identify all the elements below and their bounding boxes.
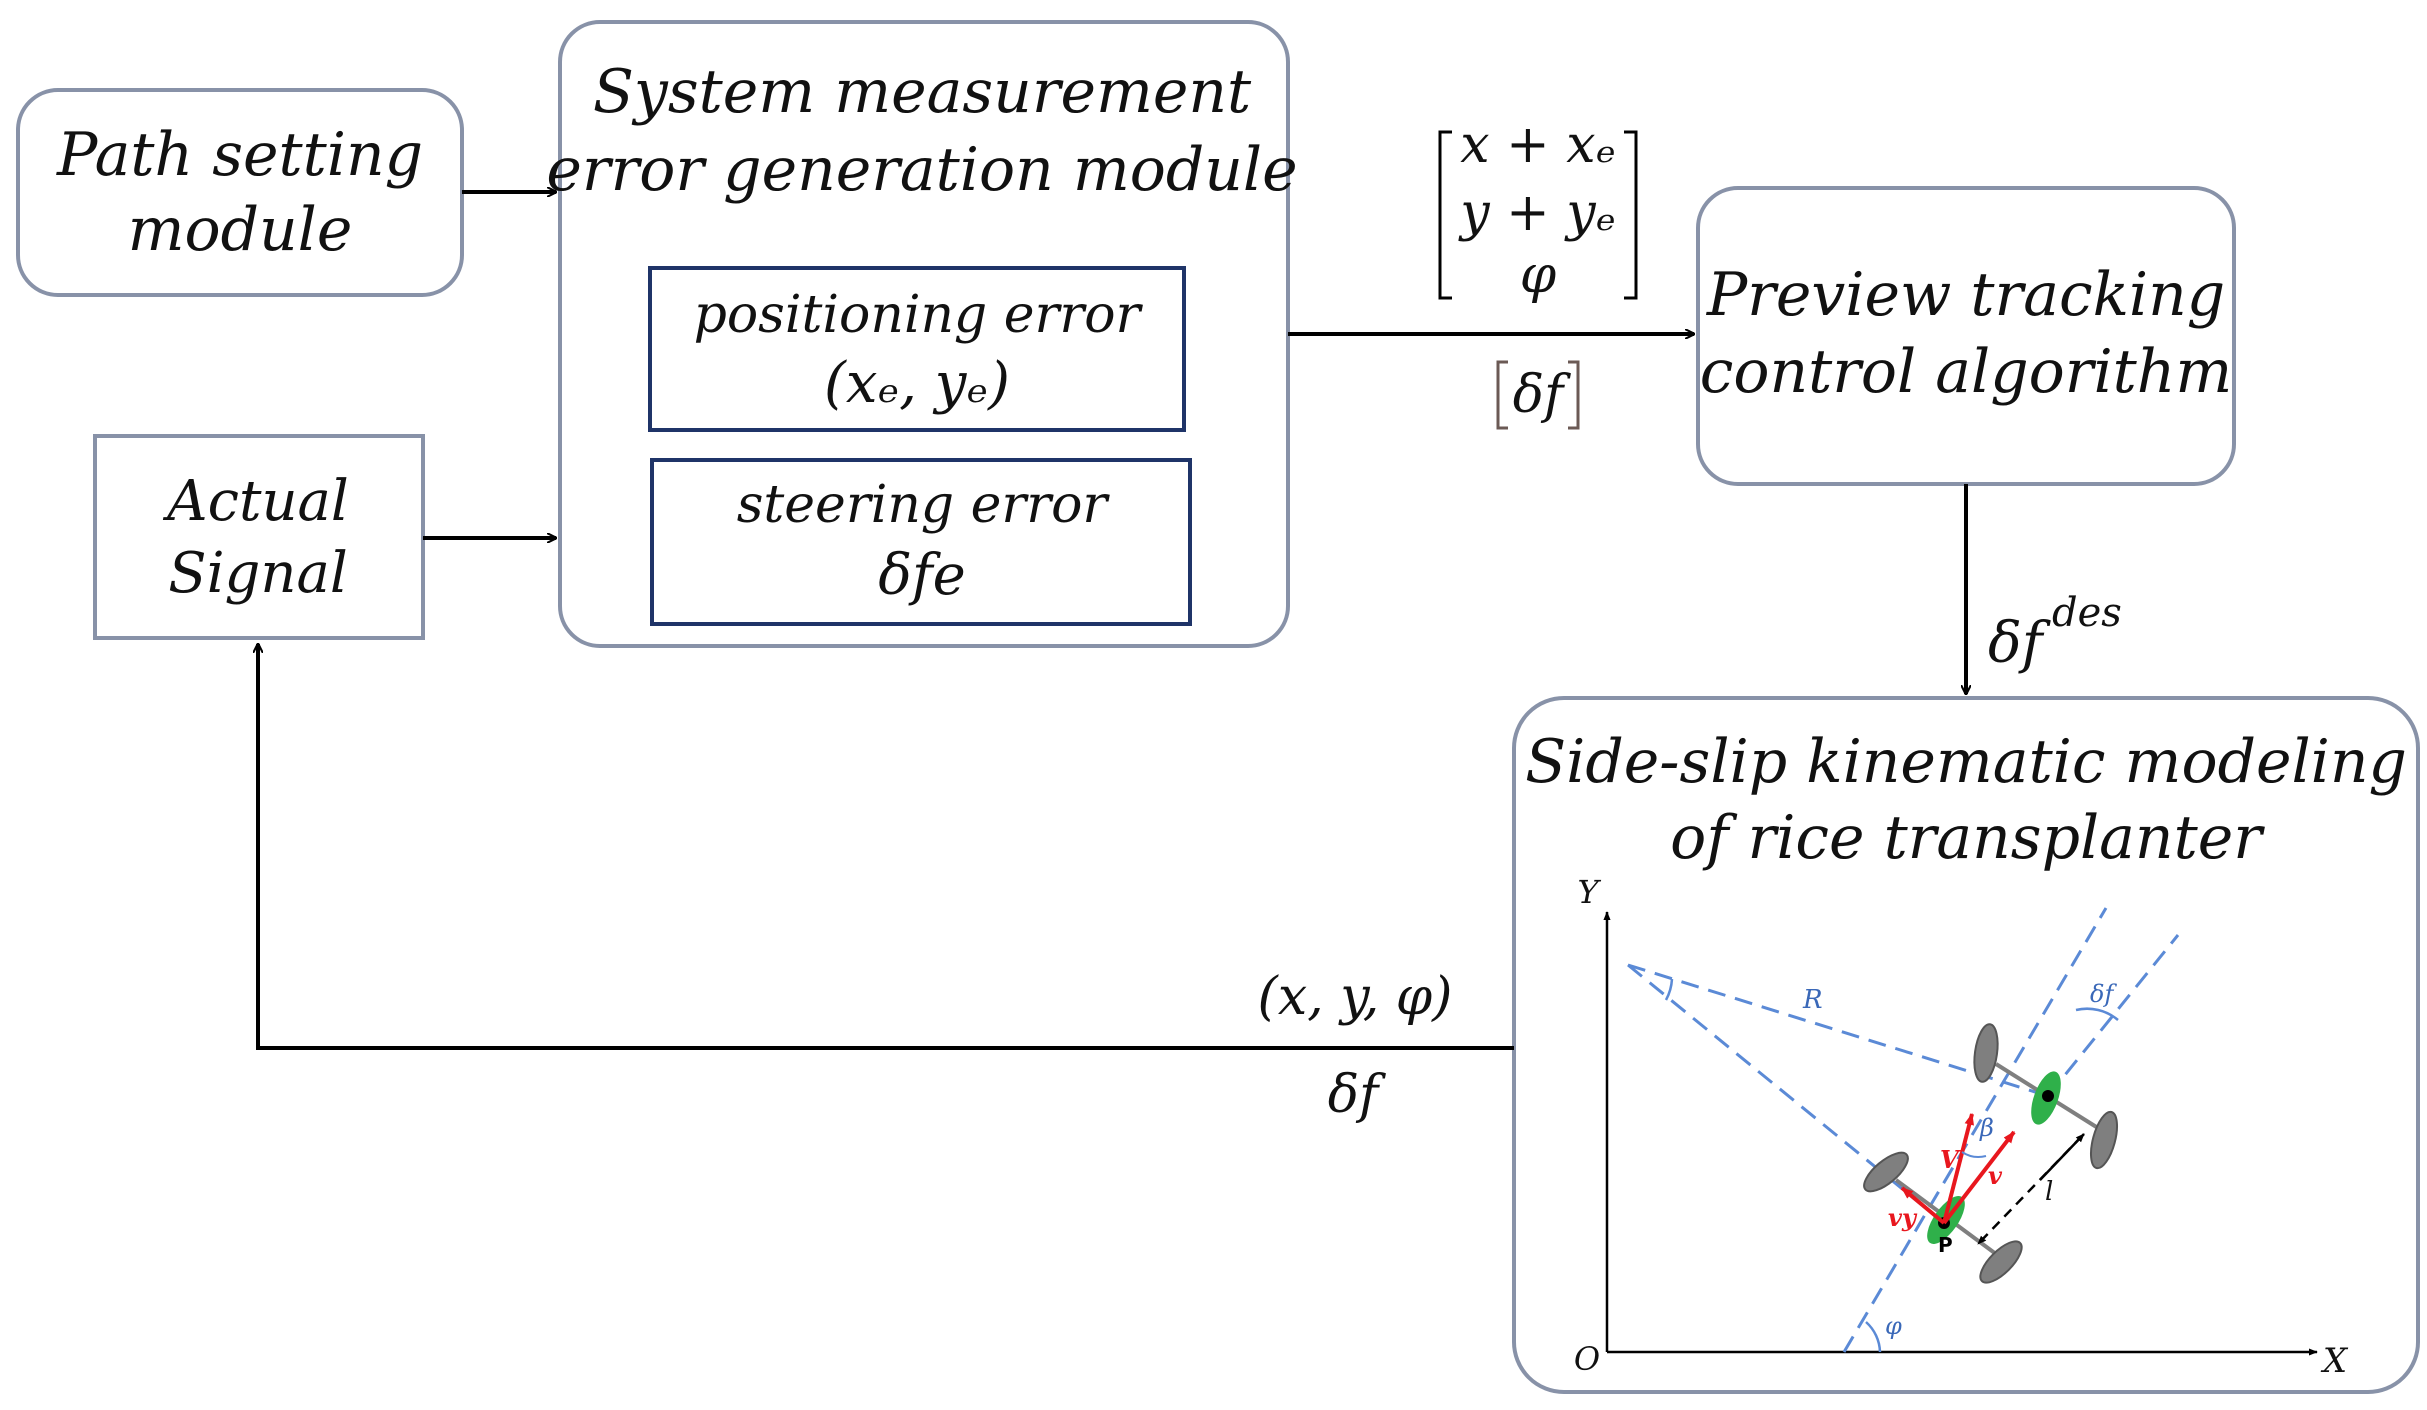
x-axis-label: X <box>2320 1341 2349 1381</box>
path-setting-box: Path setting module <box>16 88 464 297</box>
rear-left-wheel <box>1863 1151 1909 1193</box>
sideslip-label-2: of rice transplanter <box>1670 803 2265 873</box>
feedback-state-label: (x, y, φ) <box>1258 967 1453 1027</box>
front-right-wheel <box>2089 1110 2119 1170</box>
velocity-vy-vector <box>1900 1186 1946 1225</box>
positioning-error-symbol: (xₑ, yₑ) <box>824 351 1010 416</box>
v-label: v <box>1988 1161 2003 1190</box>
vector-row-3: φ <box>1520 245 1557 305</box>
state-vector: x + xₑ y + yₑ φ <box>1438 115 1638 305</box>
sideslip-model-box: Side-slip kinematic modeling of rice tra… <box>1512 696 2420 1394</box>
sideslip-label-1: Side-slip kinematic modeling <box>1525 727 2407 797</box>
positioning-error-label: positioning error <box>694 285 1144 345</box>
measurement-label-2: error generation module <box>546 135 1297 205</box>
velocity-V-vector <box>1942 1112 1974 1224</box>
origin-label: O <box>1574 1340 1600 1378</box>
angle-arc-center <box>1664 978 1674 1001</box>
wheelbase-arrow-up <box>2039 1133 2085 1181</box>
arrow-feedback-to-signal <box>258 644 1514 1050</box>
delta-right-bracket <box>1568 360 1580 430</box>
path-setting-label-2: module <box>128 195 353 265</box>
steering-error-symbol: δfe <box>878 543 966 608</box>
vector-right-bracket <box>1624 130 1638 300</box>
measurement-module-box: System measurement error generation modu… <box>546 20 1298 648</box>
actual-signal-box: Actual Signal <box>93 434 425 640</box>
front-left-wheel <box>1973 1023 1999 1083</box>
preview-tracking-box: Preview tracking control algorithm <box>1696 186 2236 486</box>
delta-f-label: δf <box>2090 980 2117 1008</box>
vy-label: vy <box>1888 1203 1918 1232</box>
angle-arc-phi <box>1865 1321 1882 1353</box>
point-p-label: P <box>1938 1233 1953 1257</box>
delta-left-bracket <box>1496 360 1508 430</box>
positioning-error-box: positioning error (xₑ, yₑ) <box>648 266 1186 432</box>
V-label: V <box>1940 1145 1961 1174</box>
phi-label: φ <box>1885 1312 1902 1340</box>
preview-label-1: Preview tracking <box>1706 260 2225 330</box>
beta-arc <box>1961 1151 1987 1158</box>
kinematic-sketch: Y X O R δf φ <box>1574 873 2349 1381</box>
delta-bracket-vector: δf <box>1496 360 1580 430</box>
vector-row-2: y + yₑ <box>1458 183 1616 243</box>
delta-bracket-symbol: δf <box>1513 365 1571 425</box>
preview-label-2: control algorithm <box>1700 337 2233 407</box>
wheelbase-label: l <box>2045 1177 2053 1207</box>
angle-arc-delta <box>2075 1007 2119 1021</box>
delta-des-base: δf <box>1988 611 2052 676</box>
beta-label: β <box>1979 1114 1994 1142</box>
delta-desired: δf des <box>1988 590 2122 676</box>
actual-signal-label-1: Actual <box>162 469 349 534</box>
path-setting-label-1: Path setting <box>56 120 423 190</box>
rear-right-wheel <box>1979 1240 2023 1284</box>
front-center-point <box>2042 1090 2054 1102</box>
steering-error-box: steering error δfe <box>650 458 1192 626</box>
vector-row-1: x + xₑ <box>1460 115 1615 175</box>
measurement-label-1: System measurement <box>593 57 1252 127</box>
vector-left-bracket <box>1438 130 1452 300</box>
steering-error-label: steering error <box>737 475 1111 535</box>
feedback-delta-label: δf <box>1328 1065 1386 1125</box>
radius-label: R <box>1802 985 1823 1015</box>
actual-signal-label-2: Signal <box>168 541 347 606</box>
velocity-v-vector <box>1942 1130 2016 1225</box>
y-axis-label: Y <box>1577 873 1601 911</box>
delta-des-superscript: des <box>2052 590 2122 636</box>
